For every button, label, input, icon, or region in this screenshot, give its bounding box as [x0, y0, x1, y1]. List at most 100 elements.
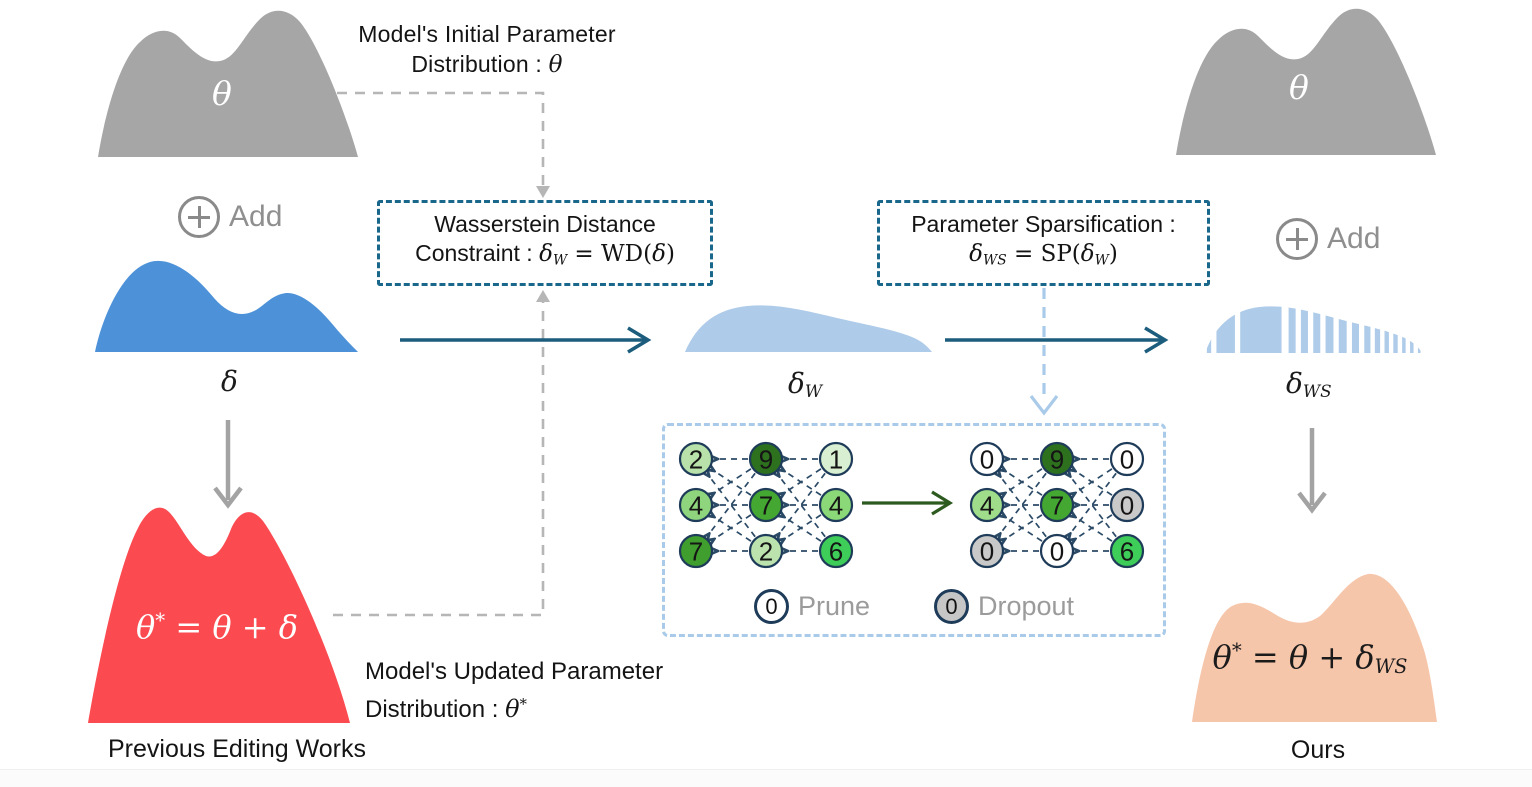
- delta-distribution-shape: [95, 260, 358, 352]
- updated-connector-arrowhead: [536, 290, 550, 302]
- wasserstein-box-equation: Constraint : δW = WD(δ): [415, 240, 675, 269]
- network-connection: [784, 514, 822, 540]
- network-transform-arrow: [862, 490, 954, 516]
- plus-circle-icon: [1276, 218, 1318, 260]
- prune-legend: 0 Prune: [754, 589, 870, 624]
- network-node-value: 0: [1120, 444, 1134, 474]
- ours-equation: θ* = θ + δWS: [1212, 638, 1408, 678]
- network-node: [1039, 533, 1075, 569]
- add-operator-right: Add: [1276, 218, 1380, 260]
- prune-label: Prune: [798, 591, 871, 621]
- dropout-circle-icon: 0: [934, 589, 969, 624]
- network-connection: [709, 476, 756, 538]
- network-node: [818, 487, 854, 523]
- network-connection: [1070, 472, 1117, 534]
- network-node-value: 4: [980, 490, 994, 520]
- network-node-value: 4: [829, 490, 843, 520]
- network-node: [748, 441, 784, 477]
- delta-down-arrow: [213, 420, 243, 509]
- network-node: [969, 441, 1005, 477]
- deltaws-down-arrow: [1297, 428, 1327, 514]
- network-node: [678, 441, 714, 477]
- network-connection: [709, 472, 756, 534]
- network-connection: [1075, 471, 1113, 496]
- network-connection: [784, 471, 822, 496]
- delta-ws-label: δWS: [1286, 367, 1332, 402]
- network-node-value: 1: [829, 444, 843, 474]
- parameter-sparsification-box: Parameter Sparsification : δWS = SP(δW): [877, 200, 1210, 286]
- add-label: Add: [229, 200, 283, 233]
- network-node-value: 7: [1050, 490, 1064, 520]
- delta-label: δ: [221, 365, 238, 398]
- network-connection: [1000, 476, 1047, 538]
- add-label: Add: [1327, 222, 1381, 255]
- network-node: [1109, 487, 1145, 523]
- network-node-value: 0: [1120, 490, 1134, 520]
- sparsification-box-equation: δWS = SP(δW): [969, 241, 1118, 269]
- updated-to-wasserstein-connector: [333, 301, 545, 617]
- network-node-value: 6: [829, 536, 843, 566]
- network-node-value: 7: [759, 490, 773, 520]
- network-connection: [1005, 468, 1043, 494]
- network-node: [1039, 441, 1075, 477]
- network-connection: [714, 471, 752, 496]
- page-bottom-strip: [0, 769, 1532, 787]
- wasserstein-constraint-box: Wasserstein Distance Constraint : δW = W…: [377, 200, 713, 286]
- dropout-legend: 0 Dropout: [934, 589, 1074, 624]
- delta-to-deltaw-arrow: [400, 326, 652, 354]
- network-node: [678, 533, 714, 569]
- plus-circle-icon: [178, 196, 220, 238]
- network-node: [969, 487, 1005, 523]
- previous-works-equation: θ* = θ + δ: [135, 608, 299, 646]
- ours-theta-distribution-shape: [1192, 573, 1437, 722]
- network-node: [748, 533, 784, 569]
- network-node-value: 0: [1050, 536, 1064, 566]
- deltaw-to-deltaws-arrow: [945, 326, 1169, 354]
- updated-caption-line1: Model's Updated Parameter: [365, 658, 664, 685]
- network-node-value: 7: [689, 536, 703, 566]
- network-node: [1039, 487, 1075, 523]
- sparsification-to-panel-arrow: [1029, 288, 1059, 416]
- network-node-value: 2: [689, 444, 703, 474]
- previous-editing-works-label: Previous Editing Works: [108, 735, 366, 763]
- ours-label: Ours: [1290, 736, 1346, 764]
- network-connection: [779, 472, 826, 534]
- network-node: [969, 533, 1005, 569]
- theta-to-wasserstein-connector: [337, 91, 545, 186]
- network-node: [818, 533, 854, 569]
- network-node-value: 4: [689, 490, 703, 520]
- right-theta-label: θ: [1289, 68, 1309, 107]
- updated-caption-line2: Distribution : θ*: [365, 695, 527, 724]
- network-connection: [784, 468, 822, 494]
- network-connection: [1075, 468, 1113, 494]
- initial-distribution-caption: Model's Initial Parameter Distribution :…: [337, 19, 637, 80]
- network-node: [818, 441, 854, 477]
- network-node: [748, 487, 784, 523]
- network-node-value: 6: [1120, 536, 1134, 566]
- network-connection: [1000, 472, 1047, 534]
- network-node-value: 9: [759, 444, 773, 474]
- initial-caption-line2: Distribution : θ: [411, 51, 563, 78]
- network-node-value: 0: [980, 444, 994, 474]
- dropout-label: Dropout: [978, 591, 1075, 621]
- network-connection: [1075, 514, 1113, 540]
- sparsify-panel-border: [662, 423, 1166, 637]
- network-connection: [714, 514, 752, 540]
- network-connection: [1070, 476, 1117, 538]
- network-connection: [779, 476, 826, 538]
- network-node: [1109, 441, 1145, 477]
- theta-connector-arrowhead: [536, 186, 550, 198]
- wasserstein-box-title: Wasserstein Distance: [434, 211, 656, 238]
- add-operator-left: Add: [178, 196, 282, 238]
- network-connection: [1005, 514, 1043, 540]
- network-node: [678, 487, 714, 523]
- delta-w-label: δW: [788, 367, 823, 402]
- sparsification-box-title: Parameter Sparsification :: [911, 211, 1176, 238]
- initial-caption-line1: Model's Initial Parameter: [358, 21, 616, 47]
- prune-circle-icon: 0: [754, 589, 789, 624]
